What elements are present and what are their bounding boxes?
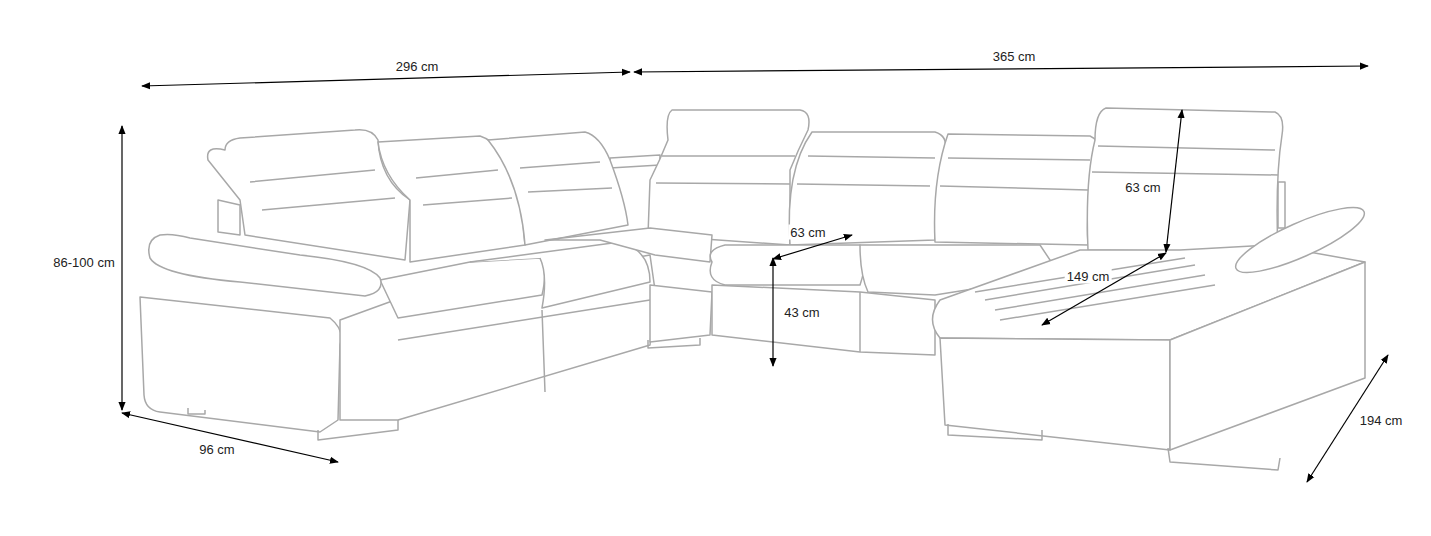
chaise-seam <box>975 258 1215 320</box>
dimension-label: 194 cm <box>1358 413 1405 428</box>
foot <box>948 424 1280 470</box>
dimension-label: 43 cm <box>782 305 821 320</box>
dimension-line <box>142 72 630 86</box>
armrest <box>149 234 381 296</box>
seat-seam <box>398 300 650 392</box>
dimension-line <box>121 126 122 410</box>
sofa-outline <box>140 108 1371 470</box>
back-frame <box>1278 182 1285 228</box>
back-frame <box>218 200 240 235</box>
seat <box>380 258 545 318</box>
dimension-line <box>1166 110 1182 252</box>
foot <box>648 338 700 348</box>
backrest-seam <box>250 162 612 210</box>
corner-base <box>650 285 712 342</box>
dimension-label: 296 cm <box>394 59 441 74</box>
backrest <box>789 132 945 245</box>
dimension-line <box>1042 253 1166 325</box>
backrest-seam <box>1092 146 1278 175</box>
seat <box>710 245 865 285</box>
dimension-line <box>772 258 773 366</box>
dimension-label: 86-100 cm <box>51 255 116 270</box>
headrest <box>1087 108 1282 252</box>
chaise-side <box>1170 262 1365 450</box>
dimension-lines <box>122 66 1388 482</box>
backrest-seam <box>656 156 795 184</box>
seat <box>470 242 650 308</box>
backrest-seam <box>797 156 1090 190</box>
dimension-line <box>122 413 338 462</box>
headrest <box>648 110 809 245</box>
seat-front <box>712 285 935 355</box>
corner-top <box>610 155 660 168</box>
corner-seat <box>545 228 712 262</box>
dimension-label: 63 cm <box>1123 180 1162 195</box>
dimension-label: 63 cm <box>788 225 827 240</box>
chaise-front <box>940 338 1170 450</box>
dimension-label: 365 cm <box>991 49 1038 64</box>
armrest <box>1229 196 1371 284</box>
armrest-base <box>140 297 341 432</box>
dimension-label: 149 cm <box>1065 269 1112 284</box>
dimension-line <box>634 66 1368 72</box>
dimension-label: 96 cm <box>197 442 236 457</box>
seat-seam <box>859 292 861 352</box>
